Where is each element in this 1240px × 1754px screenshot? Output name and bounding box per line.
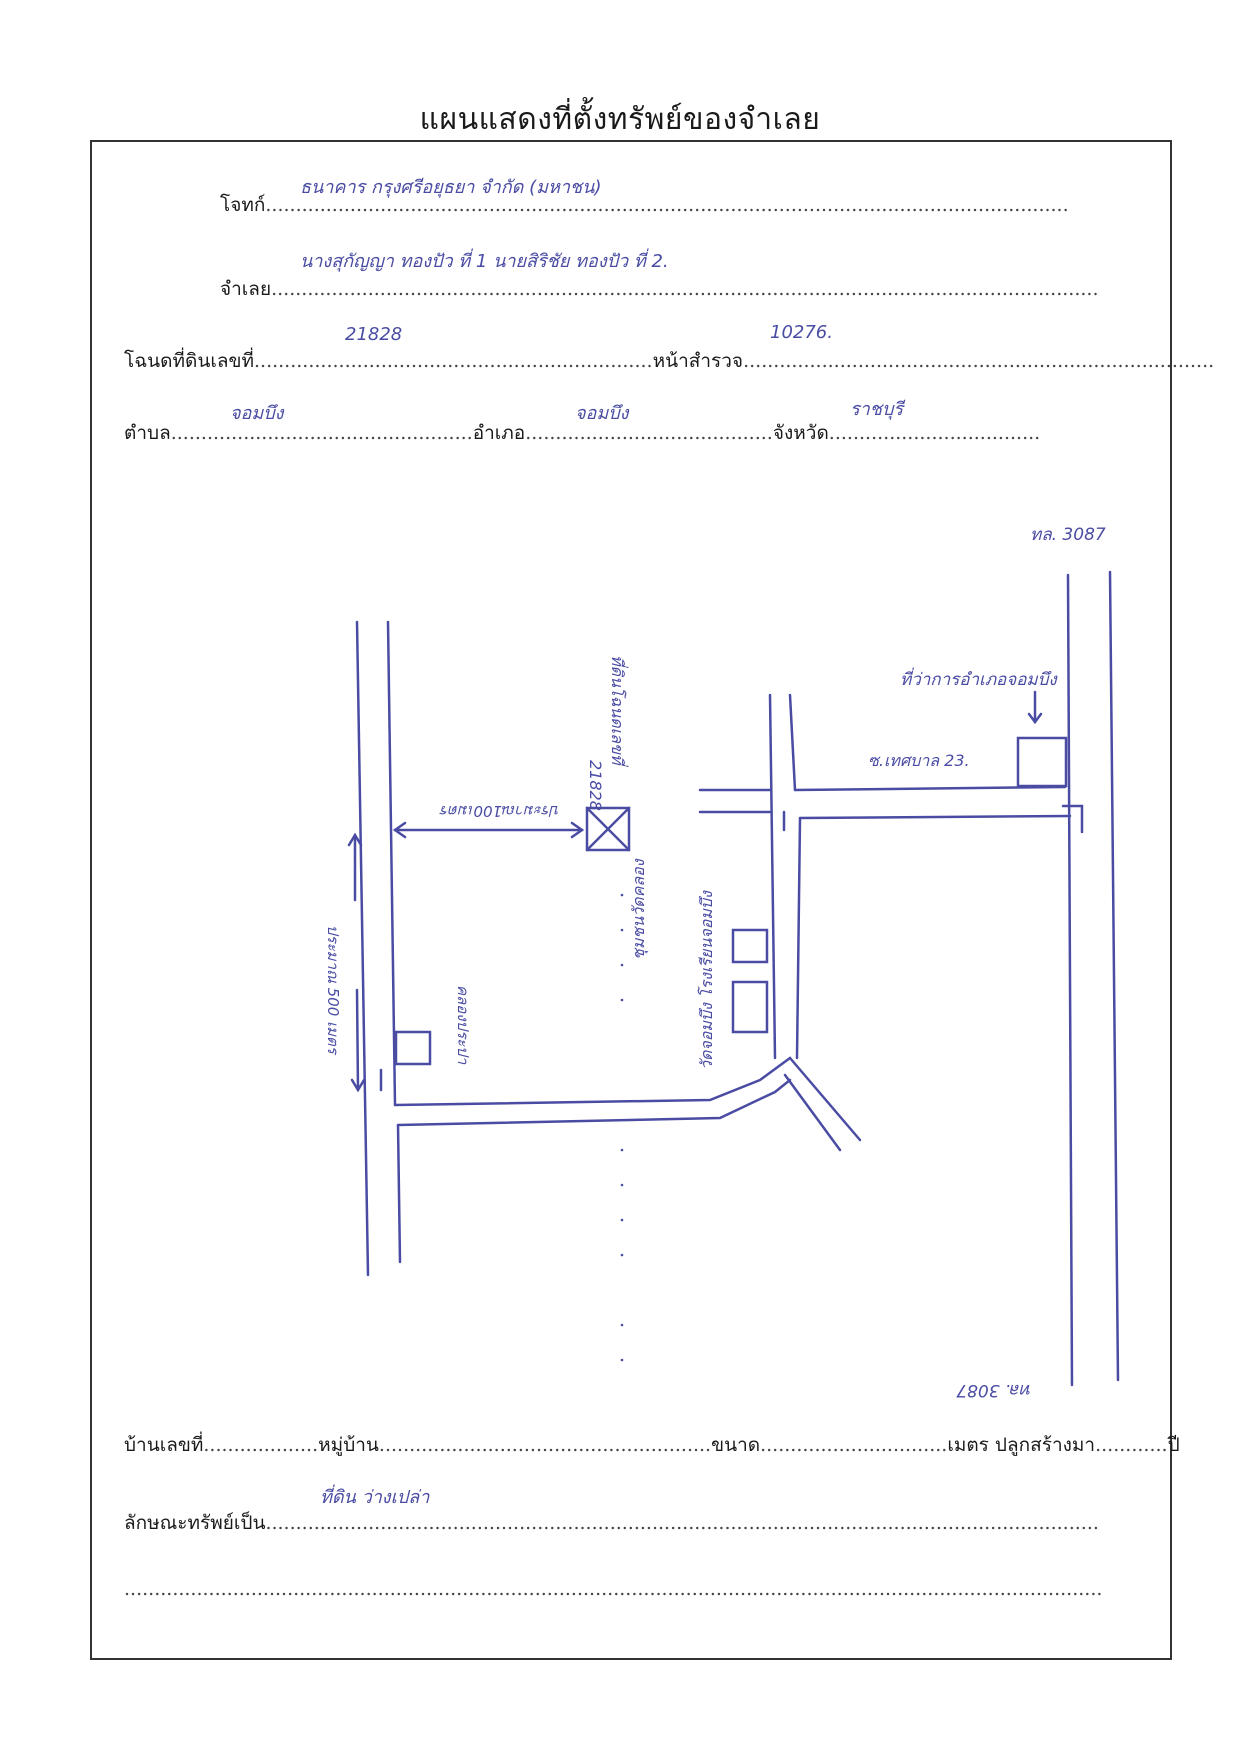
highway-bottom-label: ทล. 3087 (956, 1380, 1032, 1400)
meter-built-label: เมตร ปลูกสร้างมา (947, 1434, 1096, 1456)
property-marker (585, 806, 631, 852)
survey-label: หน้าสำรวจ (652, 350, 744, 372)
building-canal (394, 1030, 432, 1066)
house-no-label: บ้านเลขที่ (124, 1434, 204, 1456)
middle-road-right-bottom (795, 816, 802, 1060)
size-label: ขนาด (711, 1434, 761, 1456)
municipal-road-label: ซ.เทศบาล 23. (868, 751, 970, 770)
district-office-label: ที่ว่าการอำเภอจอมบึง (900, 667, 1058, 690)
temple-school-label: วัดจอมบึง โรงเรียนจอมบึง (697, 890, 716, 1070)
distance-arrow-head-right (570, 821, 585, 839)
house-row: บ้านเลขที่...................หมู่บ้าน...… (124, 1434, 1180, 1456)
extra-row: ........................................… (124, 1578, 1103, 1600)
property-rotated-label: ที่ดินโฉนดเลขที่ (608, 655, 629, 767)
left-arrow-head-up (347, 832, 363, 847)
center-dotted-line (620, 893, 624, 1362)
left-arrow-head-down (350, 1078, 366, 1093)
village-label: หมู่บ้าน (318, 1434, 379, 1456)
kindergarten-label: ชุมชนวัดคลอง (629, 858, 649, 960)
building-school (731, 928, 769, 964)
deed-rotated-label: 21828 (586, 760, 605, 811)
bottom-road-top (393, 1056, 792, 1107)
middle-road-right-top (788, 693, 797, 792)
diagonal-road-b (783, 1073, 842, 1152)
province-label: จังหวัด (772, 422, 829, 444)
defendant-label: จำเลย (220, 278, 272, 300)
office-pointer-head (1027, 712, 1043, 725)
muni-road-top (793, 785, 1067, 792)
muni-road-bottom (798, 814, 1072, 820)
middle-road-left (768, 693, 777, 1060)
distance-left-label: ประมาณ 500 เมตร (324, 925, 342, 1056)
canal-label: คลองประปา (454, 985, 472, 1065)
property-type-value: ที่ดิน ว่างเปล่า (320, 1487, 430, 1508)
highway-turn-arrow (1061, 804, 1084, 834)
property-marker-cross-b (585, 806, 631, 852)
subdistrict-label: ตำบล (124, 422, 171, 444)
property-type-row: ลักษณะทรัพย์เป็น........................… (124, 1512, 1099, 1534)
distance-to-property-label: ประมาณ100เมตร (439, 802, 560, 820)
highway-right-edge (1108, 570, 1120, 1382)
building-temple (731, 980, 769, 1034)
year-label: ปี (1167, 1434, 1180, 1456)
defendant-value: นางสุกัญญา ทองปัว ที่ 1 นายสิริชัย ทองปั… (300, 251, 669, 272)
survey-value: 10276. (770, 322, 833, 343)
left-road-inner-bottom (396, 1123, 402, 1264)
plaintiff-row: โจทก์...................................… (220, 194, 1069, 216)
bottom-road-bottom (396, 1078, 792, 1127)
highway-top-label: ทล. 3087 (1030, 525, 1106, 545)
defendant-row: จำเลย...................................… (220, 278, 1099, 300)
deed-label: โฉนดที่ดินเลขที่ (124, 350, 254, 372)
plaintiff-label: โจทก์ (220, 194, 266, 216)
left-road-outer (355, 620, 370, 1277)
deed-value: 21828 (345, 324, 403, 345)
distance-arrow-head-left (392, 821, 407, 839)
left-distance-arrow-bottom (355, 988, 360, 1092)
highway-left-edge (1066, 573, 1074, 1387)
subdistrict-value: จอมบึง (230, 403, 284, 424)
document-frame (90, 140, 1172, 1660)
building-district-office (1016, 736, 1068, 788)
location-row: ตำบล....................................… (124, 422, 1041, 444)
plaintiff-value: ธนาคาร กรุงศรีอยุธยา จำกัด (มหาชน) (300, 177, 602, 198)
district-label: อำเภอ (472, 422, 526, 444)
district-value: จอมบึง (575, 403, 629, 424)
property-type-label: ลักษณะทรัพย์เป็น (124, 1512, 266, 1534)
deed-row: โฉนดที่ดินเลขที่........................… (124, 350, 1215, 372)
page-title: แผนแสดงที่ตั้งทรัพย์ของจำเลย (419, 102, 821, 137)
province-value: ราชบุรี (850, 399, 904, 420)
diagonal-road-a (788, 1056, 862, 1142)
left-road-inner-top (386, 620, 397, 1107)
